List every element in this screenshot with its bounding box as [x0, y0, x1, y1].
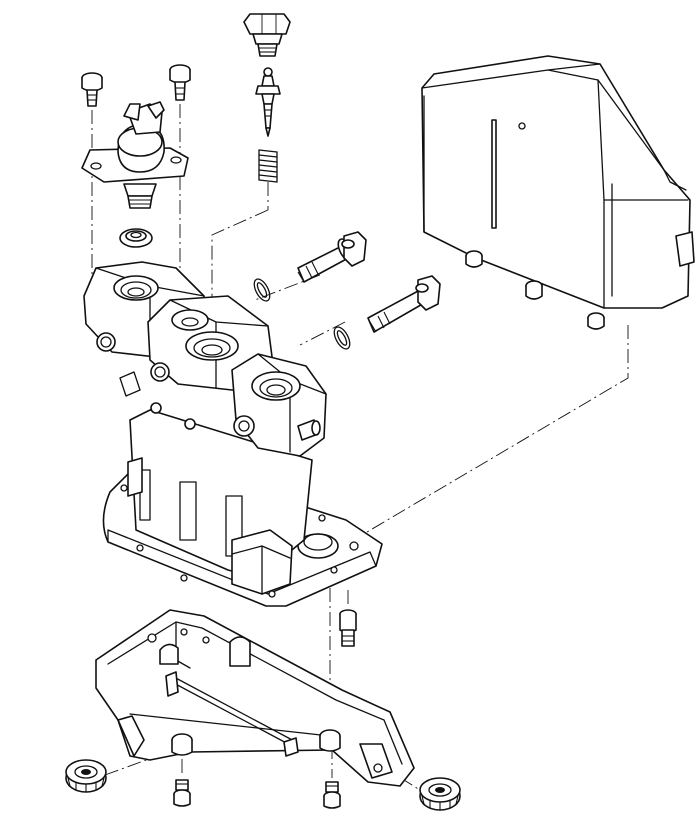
mounting-screw-right	[169, 64, 191, 101]
banjo-bolt-upper	[297, 231, 367, 283]
banjo-bolt-lower	[367, 275, 441, 333]
bracket-screw-left	[173, 779, 191, 807]
mounting-screw-left	[81, 72, 103, 107]
valve-spring	[258, 149, 278, 183]
actuator-seal	[119, 228, 153, 248]
solenoid-actuator	[81, 101, 189, 209]
o-ring-lower	[333, 326, 351, 350]
bracket-screw-right	[323, 781, 341, 809]
hydraulic-cap-bolt	[243, 13, 291, 57]
rubber-grommet-right	[419, 777, 461, 811]
rubber-grommet-left	[65, 759, 107, 793]
hydraulic-valve-block	[83, 261, 327, 595]
bracket-screw-center	[339, 609, 357, 647]
electronic-control-module	[421, 55, 695, 330]
o-ring-upper	[253, 278, 271, 302]
bleeder-valve	[255, 67, 281, 137]
lower-bracket	[95, 609, 415, 787]
